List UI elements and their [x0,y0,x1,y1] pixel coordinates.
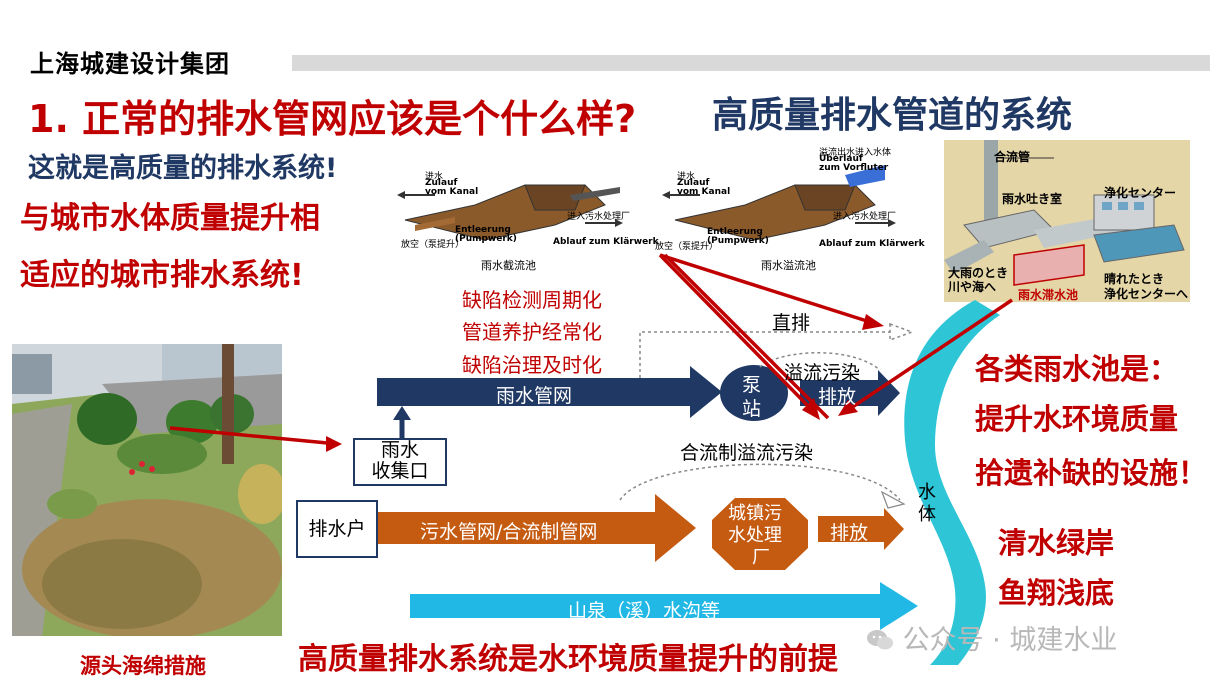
pump-label-2: 站 [742,398,762,420]
tank1-jinshui: 进水 [425,172,444,182]
jp-jouka: 浄化センター [1104,186,1177,200]
discharge-arrow-1 [800,370,900,416]
jp-hare2: 浄化センターへ [1104,287,1189,301]
right-text-3: 拾遗补缺的设施！ [975,456,1208,490]
left-line-2: 适应的城市排水系统! [20,258,304,293]
water-body-label-2: 体 [918,504,936,525]
japan-stormwater-diagram: 合流管 雨水吐き室 浄化センター 大雨のとき 川や海へ 雨水滞水池 晴れたとき … [944,140,1190,302]
defect-item-2: 管道养护经常化 [462,320,602,344]
direct-discharge-label: 直排 [772,312,811,334]
right-text-2: 提升水环境质量 [975,402,1179,436]
tank1-jinru: 进入污水处理厂 [567,212,631,222]
tank2-ablauf: Ablauf zum Klärwerk [819,239,925,249]
defect-item-1: 缺陷检测周期化 [462,288,602,312]
tank2-fangkong: 放空（泵提升） [655,242,719,252]
tank1-entleerung: Entleerung [455,225,511,235]
header-bar [292,55,1210,71]
tank2-caption: 雨水溢流池 [761,259,816,272]
rain-inlet-line-2: 收集口 [371,460,429,482]
sponge-photo [12,344,282,636]
storm-pipe-arrow [377,366,722,418]
combined-overflow-label: 合流制溢流污染 [680,442,814,464]
tank2-yiliu: 溢流出水进入水体 [819,148,892,158]
right-text-1: 各类雨水池是： [975,352,1179,386]
left-line-1: 与城市水体质量提升相 [20,201,320,236]
jp-ooame1: 大雨のとき [948,266,1009,280]
jp-yushui: 雨水吐き室 [1002,192,1063,206]
rain-inlet-line-1: 雨水 [380,439,419,461]
watermark: 公众号 · 城建水业 [866,618,1117,657]
overflow-pollution-label: 溢流污染 [784,362,861,384]
direct-discharge-path [639,331,890,378]
tank1-pumpwerk: (Pumpwerk) [455,234,517,244]
jp-teitai: 雨水滞水池 [1018,288,1079,302]
green-text-1: 清水绿岸 [998,526,1115,560]
spring-arrow [410,582,918,630]
discharge-label-1: 排放 [818,386,857,408]
tank2-pumpwerk: (Pumpwerk) [707,236,769,246]
watermark-text: 公众号 · 城建水业 [902,625,1118,656]
tank1-zulauf: Zulauf [425,178,458,188]
jp-ooame2: 川や海へ [948,280,997,294]
rain-inlet-box: 雨水 收集口 [353,438,447,486]
tank2-entleerung: Entleerung [707,227,763,237]
household-box: 排水户 [296,500,378,558]
tank1-fangkong: 放空（泵提升） [401,240,465,250]
tank2-jinru: 进入污水处理厂 [833,212,897,222]
bottom-statement: 高质量排水系统是水环境质量提升的前提 [298,642,838,677]
wwtp-label-2: 水处理 [728,525,782,546]
sewer-pipe-arrow [377,494,696,562]
source-label: 源头海绵措施 [80,654,206,678]
tank2-zum-vorfluter: zum Vorfluter [819,163,889,173]
main-title: 1. 正常的排水管网应该是个什么样? [28,97,637,141]
interception-tank-diagram: 进水 Zulauf vom Kanal Entleerung (Pumpwerk… [395,165,659,275]
tank2-vom-kanal: vom Kanal [677,187,731,197]
pump-station-shape [720,365,788,421]
wwtp-label-1: 城镇污 [728,503,782,524]
discharge-arrow-2 [818,508,904,550]
pump-label-1: 泵 [742,374,762,396]
green-text-2: 鱼翔浅底 [998,576,1115,610]
tank2-jinshui: 进水 [677,172,696,182]
river-shape [904,300,1000,665]
discharge-label-2: 排放 [830,522,869,544]
sub-title: 高质量排水管道的系统 [712,95,1073,136]
tank1-caption: 雨水截流池 [481,259,536,272]
tank1-vom-kanal: vom Kanal [425,187,479,197]
jp-hare1: 晴れたとき [1104,272,1165,286]
sewer-pipe-label: 污水管网/合流制管网 [420,521,598,543]
jp-heliuguan: 合流管 [994,150,1031,164]
overflow-tank-diagram: 进水 Zulauf vom Kanal 溢流出水进入水体 Überlauf zu… [655,145,925,275]
wechat-icon [866,628,894,652]
intro-text: 这就是高质量的排水系统! [28,153,338,184]
tank2-zulauf: Zulauf [677,178,710,188]
wwtp-shape [712,498,808,570]
spring-label: 山泉（溪）水沟等 [568,600,721,622]
tank1-ablauf: Ablauf zum Klärwerk [553,237,659,247]
defect-item-3: 缺陷治理及时化 [462,353,602,377]
storm-pipe-label: 雨水管网 [496,385,573,407]
company-name: 上海城建设计集团 [30,50,230,78]
water-body-label-1: 水 [918,482,936,503]
tank2-uberlauf: Überlauf [819,154,863,164]
wwtp-label-3: 厂 [752,547,770,568]
